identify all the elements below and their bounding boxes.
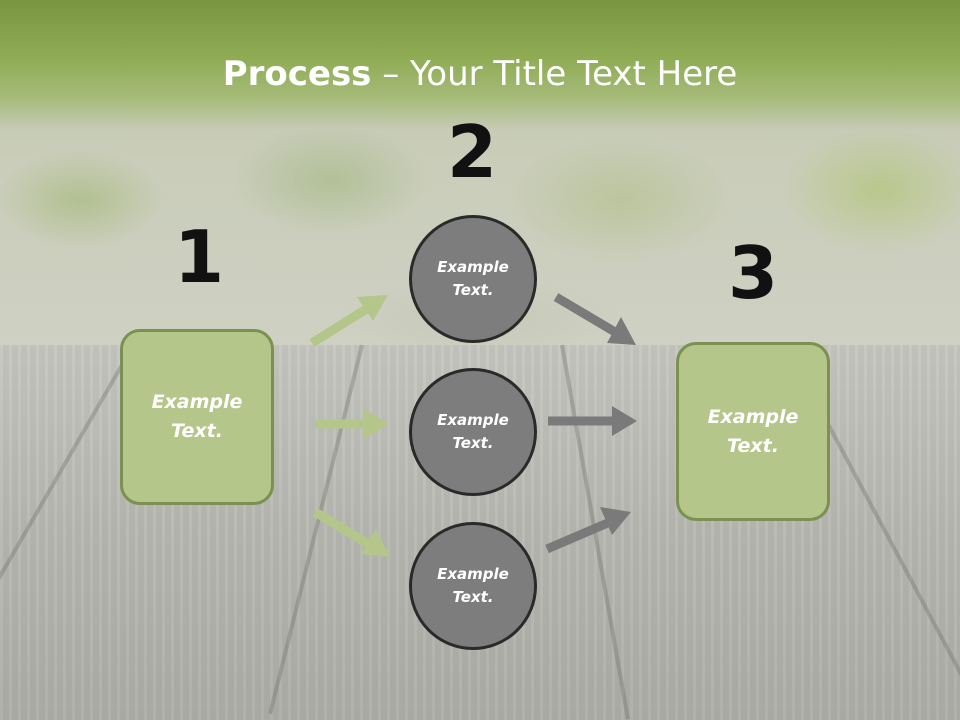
step-1-box: Example Text. (120, 329, 274, 505)
arrow-down-right-gray (553, 293, 636, 345)
arrow-right-gray (548, 406, 637, 436)
circle-bottom-text: Example Text. (437, 565, 509, 606)
step-2-circle-middle: Example Text. (409, 368, 537, 496)
slide-title: Process – Your Title Text Here (0, 52, 960, 96)
step-3-box: Example Text. (676, 342, 830, 521)
arrow-down-right-green (312, 508, 390, 557)
step-number-2: 2 (446, 110, 498, 194)
title-band (0, 0, 960, 130)
title-strong: Process (222, 54, 372, 94)
title-rest: – Your Title Text Here (371, 54, 738, 94)
step-1-text: Example Text. (151, 391, 243, 442)
arrow-up-right-gray (545, 507, 631, 554)
step-3-text: Example Text. (707, 405, 799, 457)
gray-arrows (545, 293, 637, 554)
step-number-3: 3 (727, 231, 779, 315)
arrow-right-green (315, 409, 389, 439)
circle-middle-text: Example Text. (437, 411, 509, 452)
arrow-up-right-green (309, 295, 388, 347)
circle-top-text: Example Text. (437, 258, 509, 299)
step-number-1: 1 (173, 215, 225, 299)
step-2-circle-top: Example Text. (409, 215, 537, 343)
green-arrows (309, 295, 390, 557)
step-2-circle-bottom: Example Text. (409, 522, 537, 650)
